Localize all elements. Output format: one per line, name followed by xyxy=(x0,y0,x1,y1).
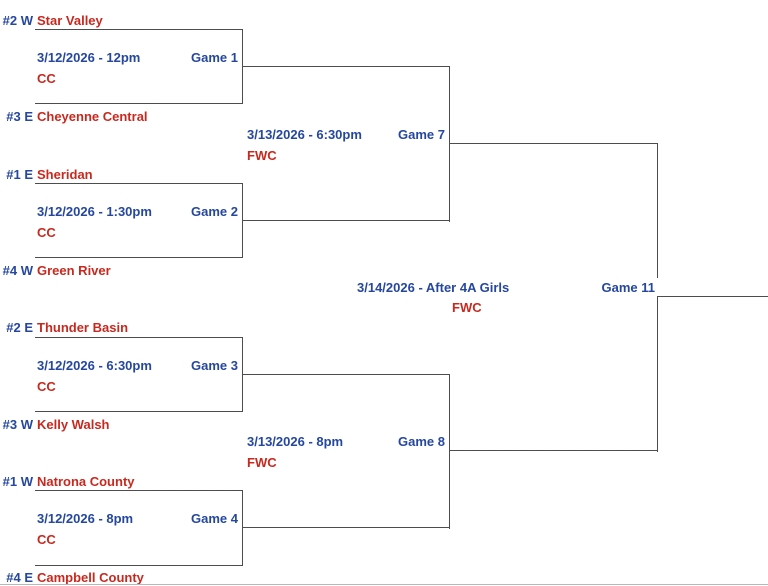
seed-label: #2 E xyxy=(6,320,33,335)
game3-winner-line xyxy=(243,374,450,375)
game1-winner-line xyxy=(243,66,450,67)
seed-label: #1 E xyxy=(6,167,33,182)
game7-connector-line xyxy=(449,66,450,222)
game-datetime: 3/12/2026 - 12pm xyxy=(37,50,141,65)
team-name: Campbell County xyxy=(37,570,144,585)
game-datetime: 3/13/2026 - 8pm xyxy=(247,434,344,449)
game-venue: CC xyxy=(37,71,56,86)
team-name: Cheyenne Central xyxy=(37,109,148,124)
game-venue: FWC xyxy=(247,148,277,163)
team-name: Star Valley xyxy=(37,13,103,28)
game1-matchup-line xyxy=(35,29,243,104)
team-name: Thunder Basin xyxy=(37,320,129,335)
game-label: Game 11 xyxy=(601,280,656,295)
game-label: Game 8 xyxy=(398,434,445,449)
game-datetime: 3/13/2026 - 6:30pm xyxy=(247,127,362,142)
game-venue: CC xyxy=(37,225,56,240)
game-venue: CC xyxy=(37,379,56,394)
game-venue: CC xyxy=(37,532,56,547)
team-name: Natrona County xyxy=(37,474,135,489)
team-name: Sheridan xyxy=(37,167,93,182)
game3-matchup-line xyxy=(35,337,243,412)
seed-label: #3 E xyxy=(6,109,33,124)
game-label: Game 7 xyxy=(398,127,445,142)
game-datetime: 3/12/2026 - 1:30pm xyxy=(37,204,152,219)
game-label: Game 2 xyxy=(191,204,238,219)
game-venue: FWC xyxy=(247,455,277,470)
game8-winner-line xyxy=(449,450,657,451)
seed-label: #4 W xyxy=(2,263,33,278)
seed-label: #2 W xyxy=(2,13,33,28)
game2-winner-line xyxy=(243,220,450,221)
game-label: Game 4 xyxy=(191,511,238,526)
team-name: Green River xyxy=(37,263,111,278)
game8-connector-line xyxy=(449,374,450,529)
seed-label: #1 W xyxy=(2,474,33,489)
game7-winner-line xyxy=(449,143,657,144)
game4-matchup-line xyxy=(35,490,243,566)
bottom-divider-line xyxy=(0,584,768,585)
game2-matchup-line xyxy=(35,183,243,258)
game11-connector-top-line xyxy=(657,143,658,278)
game-datetime: 3/12/2026 - 6:30pm xyxy=(37,358,152,373)
game-venue: FWC xyxy=(452,300,482,315)
game-label: Game 3 xyxy=(191,358,238,373)
game-datetime: 3/12/2026 - 8pm xyxy=(37,511,134,526)
team-name: Kelly Walsh xyxy=(37,417,110,432)
game4-winner-line xyxy=(243,527,450,528)
seed-label: #3 W xyxy=(2,417,33,432)
game11-winner-line xyxy=(657,296,768,452)
seed-label: #4 E xyxy=(6,570,33,585)
game-datetime: 3/14/2026 - After 4A Girls xyxy=(357,280,510,295)
game-label: Game 1 xyxy=(191,50,238,65)
